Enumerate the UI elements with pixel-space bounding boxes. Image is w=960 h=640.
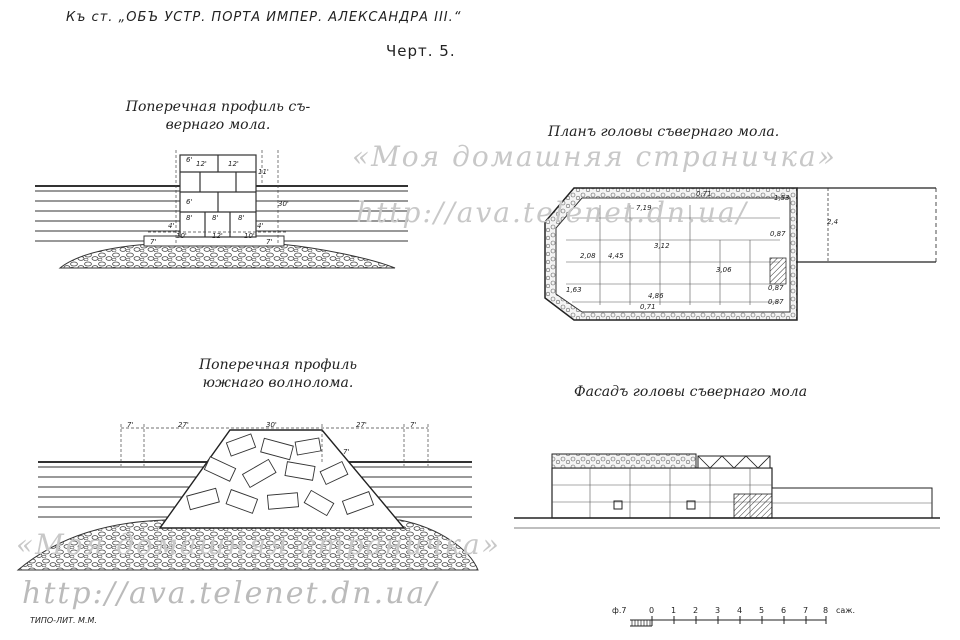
sp-dim-5: 7' — [343, 448, 350, 456]
np-dim-9: 4' — [168, 222, 175, 230]
plan-drawing — [544, 187, 937, 321]
np-dim-4: 6' — [186, 198, 193, 206]
watermark-url-top: http://ava.telenet.dn.ua/ — [356, 196, 748, 229]
plan-dim-1: 1,53 — [774, 194, 790, 202]
plan-title: Планъ головы съвернаго мола. — [548, 124, 780, 140]
np-dim-10: 4' — [257, 222, 264, 230]
scale-tick-6: 6 — [781, 606, 787, 615]
facade-drawing — [514, 453, 940, 529]
plan-dim-0: 0,71 — [696, 190, 712, 198]
facade-railing — [697, 455, 771, 469]
plan-inner-outline — [555, 197, 791, 313]
south-profile-drawing — [16, 424, 479, 571]
sp-dim-4: 7' — [410, 421, 417, 429]
scale-tick-0: 0 — [649, 606, 655, 615]
np-dim-14: 10' — [244, 232, 255, 240]
facade-steps — [733, 493, 775, 519]
printer-imprint: ТИПО-ЛИТ. М.М. — [30, 616, 97, 625]
watermark-url-bottom: http://ava.telenet.dn.ua/ — [22, 576, 439, 611]
plate-number: Черт. 5. — [386, 42, 456, 60]
plan-dim-7: 3,06 — [716, 266, 732, 274]
plan-grid — [566, 205, 780, 305]
south-profile-title-line2: южнаго волнолома. — [202, 375, 354, 391]
north-dimension-lines — [148, 150, 286, 244]
north-profile-title-line1: Поперечная профиль съ- — [125, 99, 311, 115]
scale-tick-3: 3 — [715, 606, 721, 615]
south-profile-title-line1: Поперечная профиль — [198, 357, 358, 373]
plan-dim-6: 4,45 — [608, 252, 624, 260]
plan-dim-10: 4,86 — [648, 292, 664, 300]
np-dim-2: 12' — [228, 160, 239, 168]
plan-dim-13: 0,87 — [768, 298, 784, 306]
scale-minor-ticks — [631, 620, 651, 626]
plan-dim-8: 0,87 — [770, 230, 786, 238]
scale-tick-5: 5 — [759, 606, 765, 615]
np-dim-6: 8' — [186, 214, 193, 222]
np-dim-1: 12' — [196, 160, 207, 168]
south-random-blocks — [186, 433, 375, 517]
scale-tick-2: 2 — [693, 606, 699, 615]
scale-tick-8: 8 — [823, 606, 829, 615]
np-dim-5: 30' — [278, 200, 289, 208]
scale-bar-graphic — [630, 616, 827, 627]
np-dim-7: 8' — [212, 214, 219, 222]
sp-dim-1: 27' — [178, 421, 189, 429]
scale-major-ticks — [651, 616, 827, 626]
facade-parapet — [551, 453, 697, 469]
north-profile-title: Поперечная профиль съ- вернаго мола. — [118, 98, 318, 134]
np-dim-8: 8' — [238, 214, 245, 222]
north-rubble-mound — [58, 243, 396, 269]
np-dim-15: 7' — [266, 238, 273, 246]
scale-tick-7: 7 — [803, 606, 809, 615]
sp-dim-2: 30' — [266, 421, 277, 429]
sp-dim-3: 27' — [356, 421, 367, 429]
watermark-title-top: «Моя домашняя страничка» — [352, 140, 837, 173]
scale-tick-1: 1 — [671, 606, 677, 615]
plan-dim-11: 0,87 — [768, 284, 784, 292]
scale-unit: саж. — [836, 606, 856, 615]
plan-dim-5: 2,08 — [580, 252, 596, 260]
np-dim-13: 12' — [212, 232, 223, 240]
plan-dim-2: 7,19 — [636, 204, 652, 212]
north-profile-title-line2: вернаго мола. — [165, 117, 271, 133]
plan-dim-12: 0,71 — [640, 303, 656, 311]
south-profile-title: Поперечная профиль южнаго волнолома. — [178, 356, 378, 392]
np-dim-12: 10' — [176, 232, 187, 240]
plan-mole-body — [797, 187, 937, 263]
np-dim-0: 6' — [186, 156, 193, 164]
plan-stair — [769, 257, 787, 285]
sp-dim-0: 7' — [127, 421, 134, 429]
plan-dim-3: 2,4 — [827, 218, 839, 226]
watermark-title-bottom: «Моя домашняя страничка» — [16, 528, 501, 561]
plan-dim-9: 1,63 — [566, 286, 582, 294]
np-dim-11: 7' — [150, 238, 157, 246]
south-dimension-lines — [120, 424, 429, 466]
scale-tick-4: 4 — [737, 606, 743, 615]
reference-header: Къ ст. „ОБЪ УСТР. ПОРТА ИМПЕР. АЛЕКСАНДР… — [66, 10, 462, 25]
scale-unit-label: ф.7 — [612, 606, 627, 615]
north-block-wall — [179, 154, 257, 238]
np-dim-3: 11' — [258, 168, 269, 176]
plan-dim-4: 3,12 — [654, 242, 670, 250]
facade-title: Фасадъ головы съвернаго мола — [574, 384, 808, 400]
north-profile-drawing — [35, 150, 408, 269]
